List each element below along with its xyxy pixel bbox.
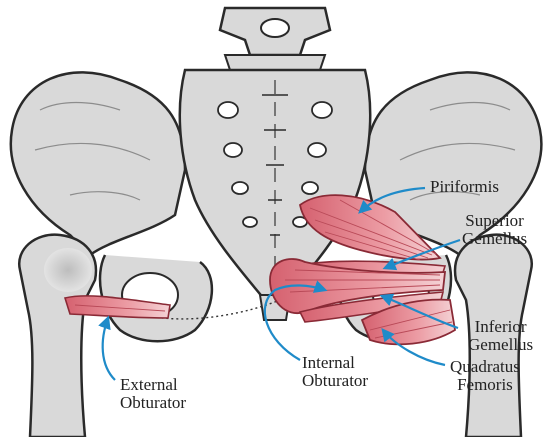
label-inferior-gemellus-line1: Inferior <box>468 318 533 336</box>
label-external-obturator-line2: Obturator <box>120 394 186 412</box>
label-superior-gemellus-line1: Superior <box>462 212 527 230</box>
left-ilium <box>11 72 185 255</box>
label-quadratus-femoris-line1: Quadratus <box>450 358 520 376</box>
label-quadratus-femoris: Quadratus Femoris <box>450 358 520 394</box>
label-internal-obturator-line1: Internal <box>302 354 368 372</box>
label-inferior-gemellus: Inferior Gemellus <box>468 318 533 354</box>
label-piriformis: Piriformis <box>430 178 499 196</box>
external-obturator-arrow <box>103 318 115 380</box>
label-quadratus-femoris-line2: Femoris <box>450 376 520 394</box>
label-external-obturator-line1: External <box>120 376 186 394</box>
label-piriformis-line1: Piriformis <box>430 178 499 196</box>
label-inferior-gemellus-line2: Gemellus <box>468 336 533 354</box>
label-internal-obturator: Internal Obturator <box>302 354 368 390</box>
label-superior-gemellus-line2: Gemellus <box>462 230 527 248</box>
label-internal-obturator-line2: Obturator <box>302 372 368 390</box>
label-superior-gemellus: Superior Gemellus <box>462 212 527 248</box>
label-external-obturator: External Obturator <box>120 376 186 412</box>
